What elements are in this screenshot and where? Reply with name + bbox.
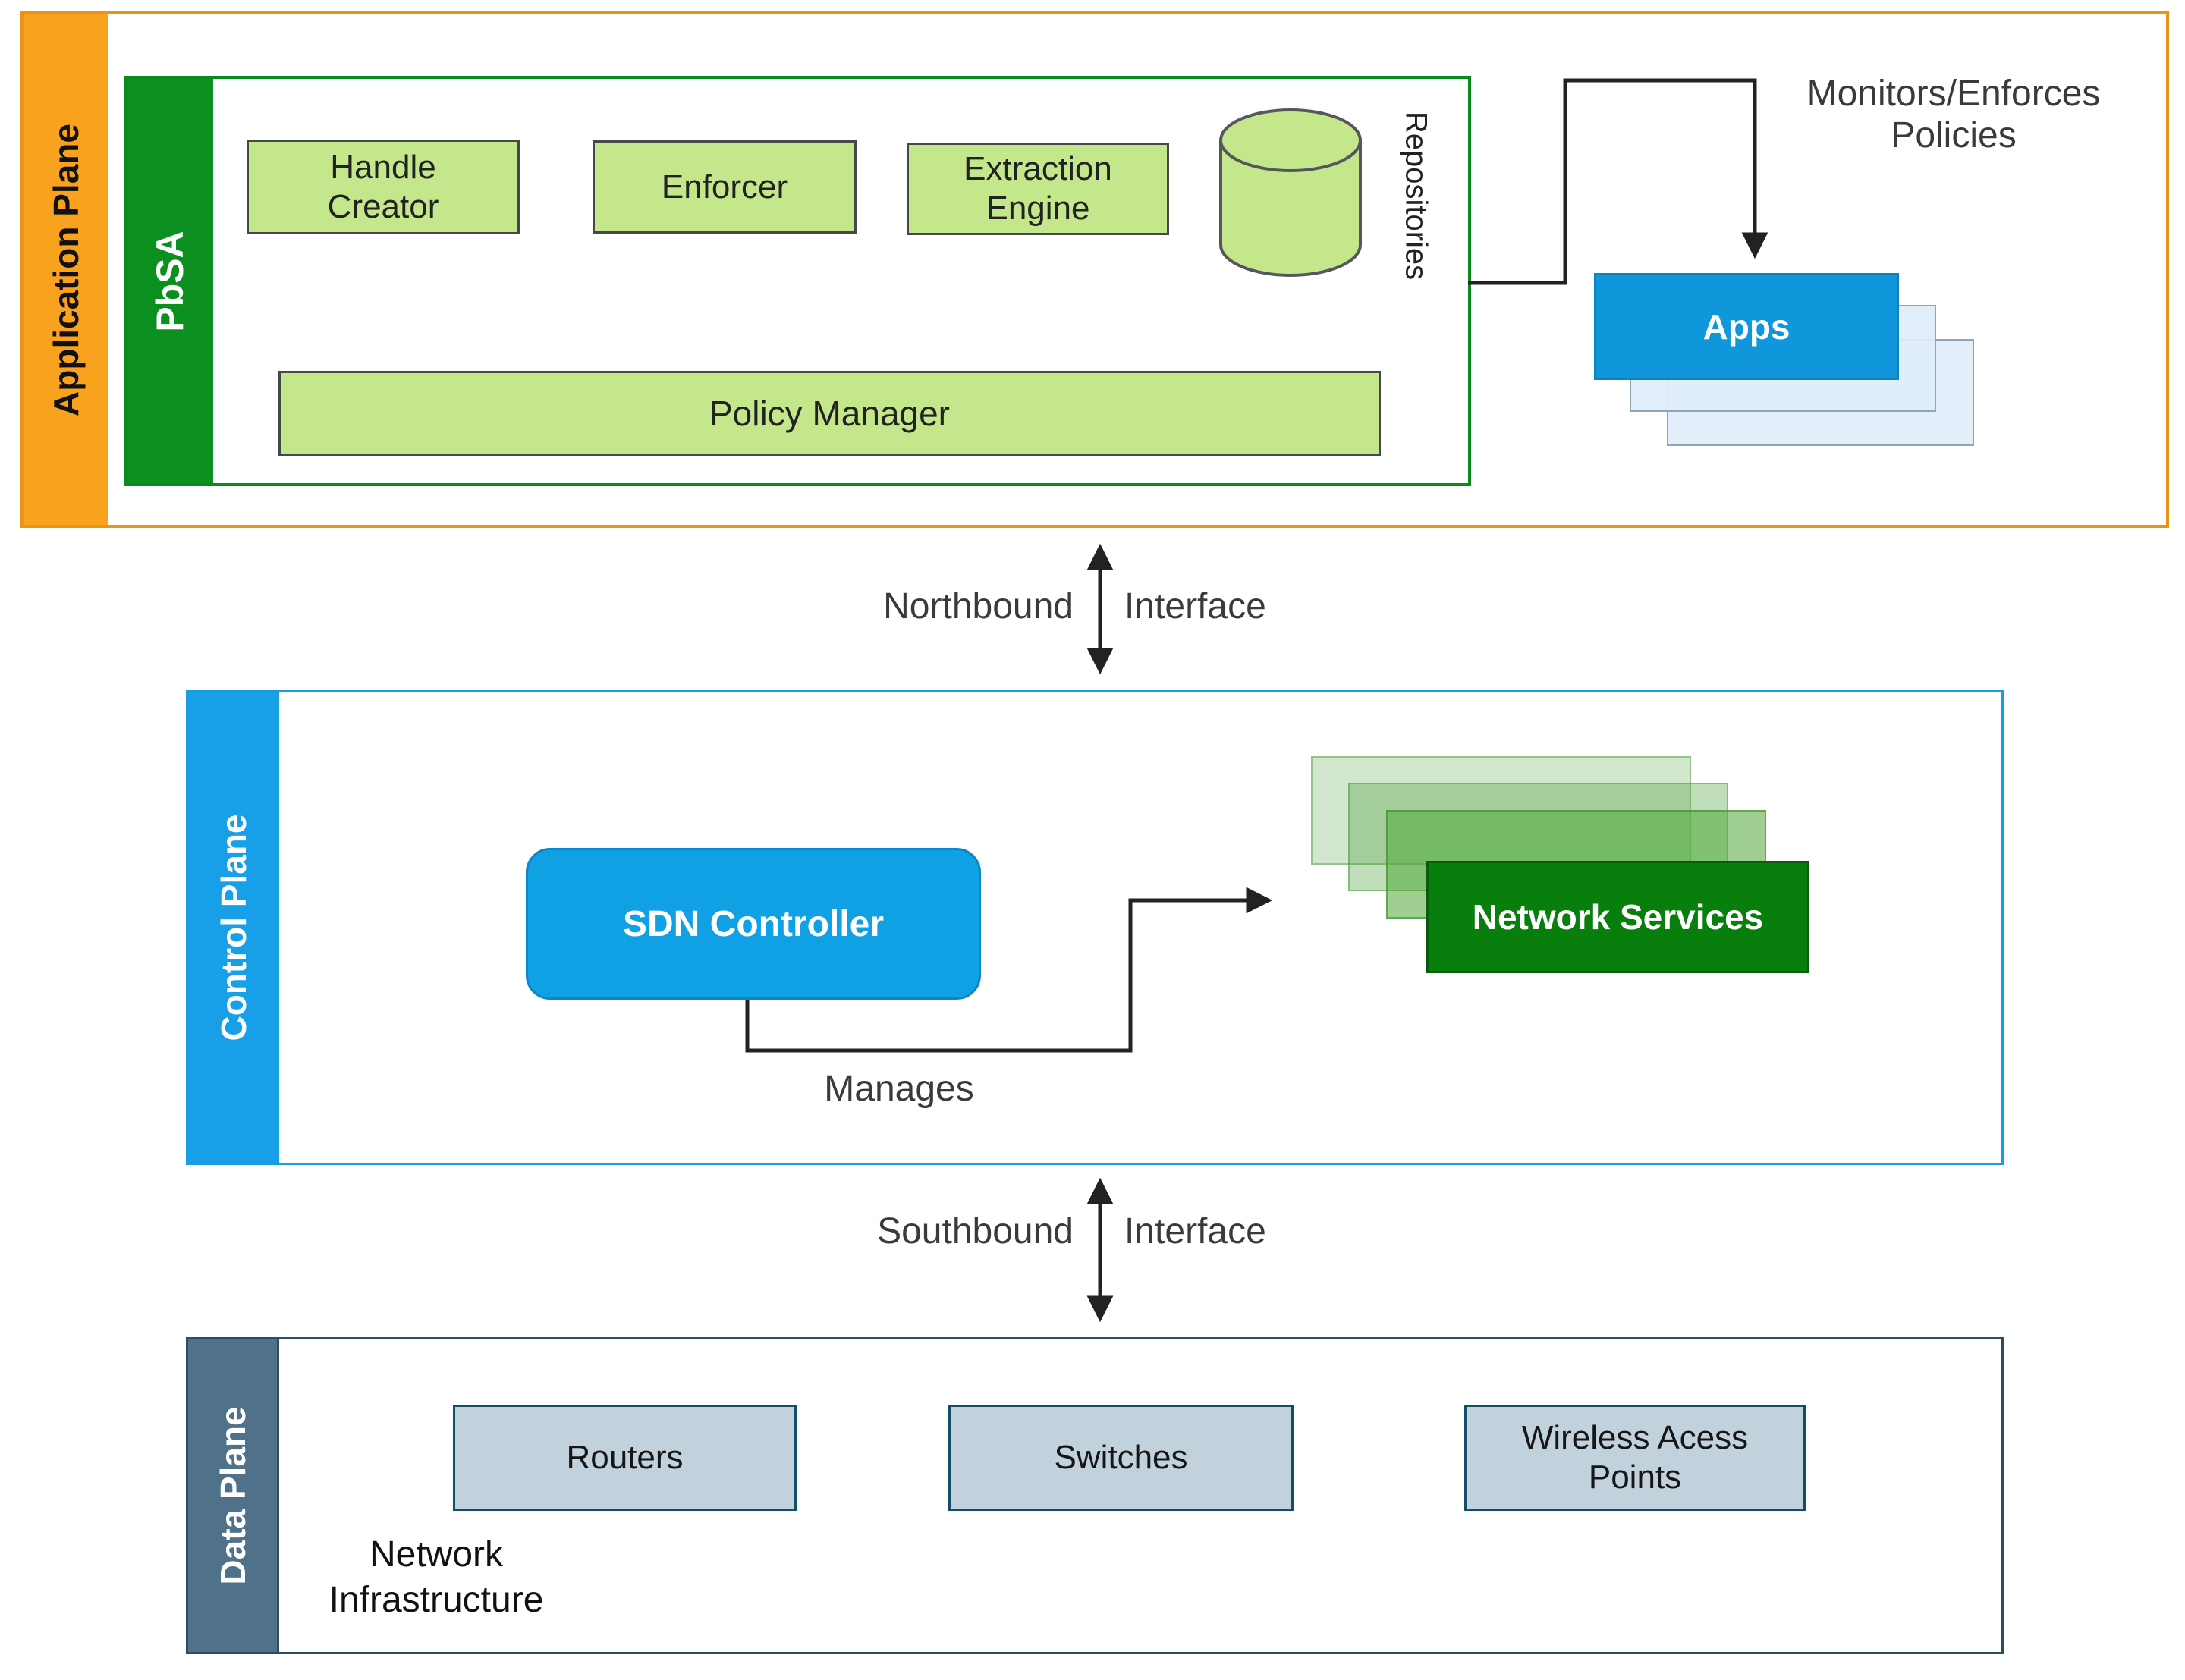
application-plane-label: Application Plane <box>46 123 86 416</box>
northbound-interface-label: Interface <box>1124 586 1266 626</box>
manages-label: Manages <box>824 1069 974 1109</box>
pbsa-label: PbSA <box>149 230 191 332</box>
repositories-cylinder-icon <box>1219 108 1362 277</box>
network-infrastructure-label: Network Infrastructure <box>329 1534 544 1620</box>
southbound-interface-label: Interface <box>1124 1211 1266 1251</box>
northbound-label: Northbound <box>883 586 1074 626</box>
control-plane-label: Control Plane <box>214 814 253 1041</box>
enforcer-box: Enforcer <box>593 140 857 234</box>
repositories-label-wrap: Repositories <box>1372 102 1460 288</box>
apps-box: Apps <box>1594 273 1899 380</box>
monitors-enforces-note: Monitors/Enforces Policies <box>1806 74 2101 156</box>
pbsa-sidebar: PbSA <box>127 79 213 483</box>
handle-creator-box: Handle Creator <box>247 140 520 234</box>
extraction-engine-box: Extraction Engine <box>907 143 1169 235</box>
routers-box: Routers <box>453 1405 797 1511</box>
repositories-label: Repositories <box>1399 111 1433 280</box>
data-plane-label: Data Plane <box>212 1406 253 1585</box>
sdn-controller-box: SDN Controller <box>526 848 981 1000</box>
application-plane-sidebar: Application Plane <box>24 14 108 525</box>
wireless-access-points-box: Wireless Acess Points <box>1464 1405 1806 1511</box>
data-plane-sidebar: Data Plane <box>188 1339 279 1652</box>
network-services-box: Network Services <box>1426 861 1809 973</box>
control-plane-sidebar: Control Plane <box>188 692 279 1163</box>
southbound-label: Southbound <box>877 1211 1074 1251</box>
switches-box: Switches <box>948 1405 1294 1511</box>
policy-manager-box: Policy Manager <box>278 371 1381 456</box>
